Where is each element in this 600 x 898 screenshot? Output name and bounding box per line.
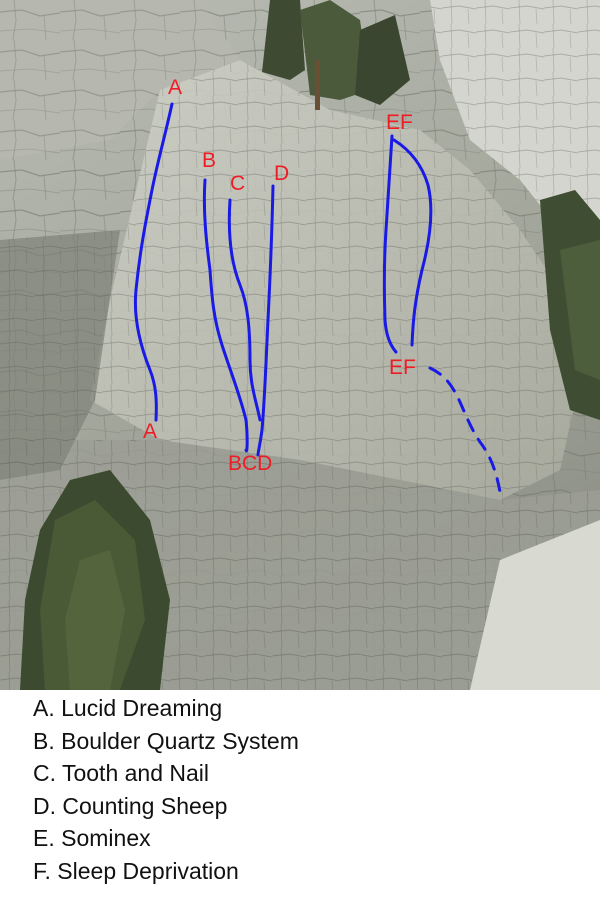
legend-item-d: D. Counting Sheep [33,792,228,819]
route-f-line [392,138,433,347]
legend-item-f: F. Sleep Deprivation [33,857,239,884]
legend-item-a: A. Lucid Dreaming [33,695,223,721]
label-a-bottom: A [143,420,157,443]
label-bcd: BCD [228,452,272,475]
route-d-line [256,184,275,457]
label-ef-top: EF [386,111,413,134]
label-ef-bottom: EF [389,356,416,379]
rock-face-photo: A B C D A BCD EF EF [0,0,600,690]
label-c: C [230,172,245,195]
label-b: B [202,149,216,172]
route-legend-list: A. Lucid Dreaming B. Boulder Quartz Syst… [33,692,299,888]
route-a-line [133,102,174,422]
route-legend: A. Lucid Dreaming B. Boulder Quartz Syst… [0,690,600,898]
route-b-line [202,178,249,453]
route-c-line [227,198,262,422]
label-a-top: A [168,76,182,99]
legend-item-e: E. Sominex [33,825,151,852]
legend-item-c: C. Tooth and Nail [33,760,210,787]
route-e-line [382,134,398,354]
label-d: D [274,162,289,185]
approach-dashed-line [428,366,502,494]
legend-item-b: B. Boulder Quartz System [33,727,299,754]
